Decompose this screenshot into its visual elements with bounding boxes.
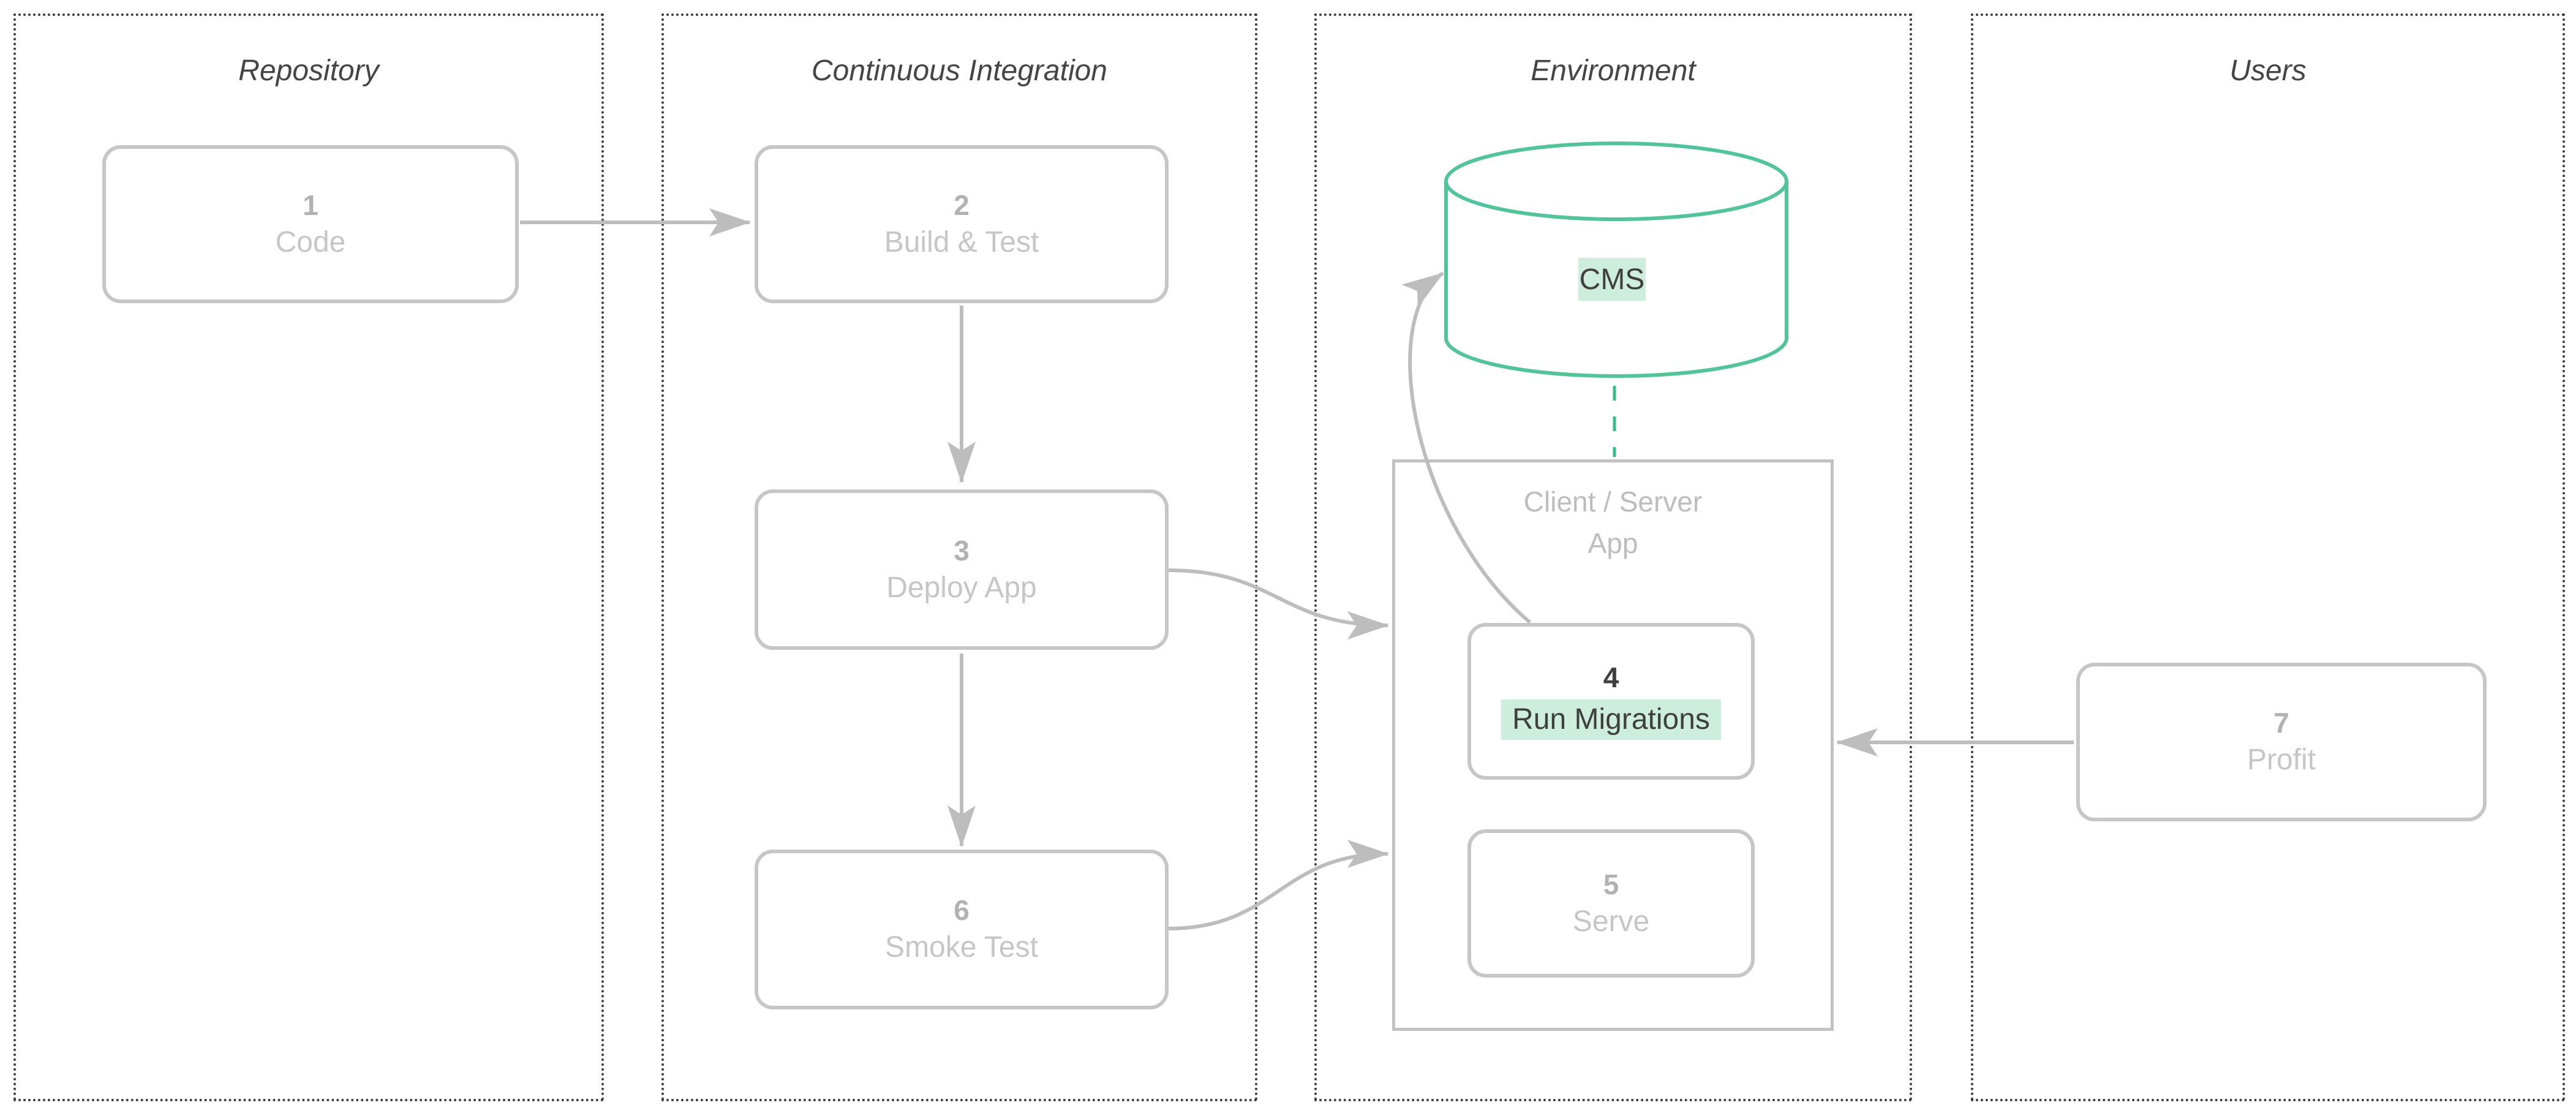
node-run-migrations-label: Run Migrations (1501, 699, 1721, 741)
group-label-line2: App (1587, 527, 1638, 559)
node-serve-label: Serve (1572, 905, 1650, 938)
column-environment: Environment (1314, 13, 1912, 1101)
group-client-server-app: Client / Server App (1392, 459, 1834, 1031)
node-code: 1 Code (102, 145, 519, 303)
column-repository: Repository (13, 13, 604, 1101)
node-serve: 5 Serve (1467, 829, 1755, 978)
node-profit-number: 7 (2273, 707, 2289, 739)
node-build-test-label: Build & Test (884, 225, 1039, 258)
node-run-migrations-number: 4 (1603, 661, 1619, 693)
node-deploy-app: 3 Deploy App (755, 489, 1169, 650)
node-smoke-test-number: 6 (954, 894, 970, 927)
node-profit-label: Profit (2246, 744, 2316, 777)
column-users: Users (1971, 13, 2565, 1101)
column-title-environment: Environment (1531, 55, 1696, 87)
group-label-line1: Client / Server (1523, 486, 1703, 518)
column-continuous-integration: Continuous Integration (661, 13, 1257, 1101)
node-profit: 7 Profit (2076, 663, 2487, 821)
node-deploy-app-label: Deploy App (886, 571, 1037, 604)
column-title-users: Users (2229, 55, 2307, 87)
column-title-repository: Repository (238, 55, 379, 87)
cms-label: CMS (1578, 258, 1646, 301)
node-run-migrations: 4 Run Migrations (1467, 623, 1755, 780)
node-code-label: Code (275, 225, 346, 258)
node-build-test-number: 2 (954, 189, 970, 221)
column-title-continuous-integration: Continuous Integration (812, 55, 1107, 87)
node-build-test: 2 Build & Test (755, 145, 1169, 303)
node-smoke-test-label: Smoke Test (885, 931, 1038, 964)
node-deploy-app-number: 3 (954, 534, 970, 567)
node-code-number: 1 (303, 189, 318, 221)
node-serve-number: 5 (1603, 868, 1619, 900)
node-smoke-test: 6 Smoke Test (755, 850, 1169, 1009)
group-client-server-app-label: Client / Server App (1395, 481, 1831, 564)
